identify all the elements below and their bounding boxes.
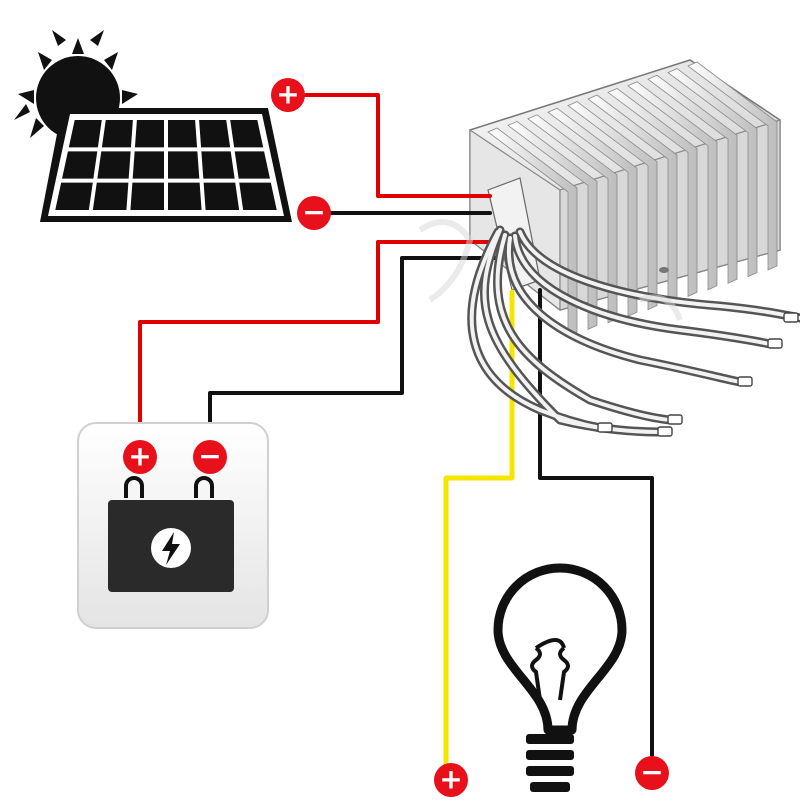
- load-negative-symbol: −: [640, 756, 663, 789]
- battery-negative-badge: −: [193, 440, 227, 474]
- lightning-bolt-icon: [151, 528, 191, 568]
- terminal-badges: + − + − + −: [123, 78, 669, 797]
- watermark: [418, 219, 683, 322]
- solar-cell: [168, 120, 198, 148]
- panel-negative-symbol: −: [302, 196, 325, 229]
- heatsink-fin: [567, 101, 658, 311]
- cable-bundle-highlight: [469, 228, 800, 434]
- heatsink-fin: [667, 68, 758, 278]
- solar-cell: [97, 151, 131, 179]
- solar-cell: [68, 120, 102, 148]
- solar-cell: [101, 120, 133, 148]
- battery-negative-symbol: −: [198, 440, 221, 473]
- solar-cell: [92, 182, 129, 210]
- solar-cell: [234, 151, 270, 179]
- load-negative-badge: −: [635, 756, 669, 790]
- wire-load-positive: [443, 289, 515, 768]
- solar-cell: [132, 151, 164, 179]
- heatsink-fin: [507, 120, 598, 331]
- panel-negative-badge: −: [297, 196, 331, 230]
- heatsink-fin: [627, 81, 718, 291]
- solar-cell: [199, 120, 231, 148]
- solar-cell: [168, 182, 202, 210]
- heatsink-fin: [647, 74, 738, 284]
- wires: [138, 93, 800, 768]
- solar-cell: [55, 182, 93, 210]
- charge-controller-icon: [469, 59, 781, 337]
- wire-battery-negative: [208, 256, 502, 432]
- solar-cell: [203, 182, 240, 210]
- battery-positive-badge: +: [123, 440, 157, 474]
- solar-cell: [62, 151, 98, 179]
- wire-battery-positive: [138, 240, 497, 432]
- heatsink-fin: [687, 61, 778, 271]
- solar-panel-icon: [40, 108, 292, 222]
- heatsink-fin: [487, 127, 578, 337]
- heatsink-fin: [547, 107, 638, 317]
- heatsink-fin: [607, 87, 698, 298]
- solar-cell: [168, 151, 200, 179]
- load-positive-symbol: +: [439, 763, 462, 796]
- wire-load-negative: [538, 288, 654, 757]
- wire-panel-positive: [298, 93, 492, 198]
- solar-cell: [201, 151, 235, 179]
- battery-positive-symbol: +: [128, 440, 151, 473]
- solar-cell: [130, 182, 164, 210]
- mounting-hole: [659, 267, 669, 273]
- panel-positive-symbol: +: [276, 78, 299, 111]
- solar-cell: [134, 120, 164, 148]
- solar-cell: [230, 120, 264, 148]
- solar-panel-cells: [55, 120, 277, 210]
- panel-positive-badge: +: [271, 78, 305, 112]
- solar-cell: [239, 182, 277, 210]
- heatsink-fins: [487, 61, 778, 337]
- battery-icon: [77, 422, 269, 629]
- load-positive-badge: +: [434, 763, 468, 797]
- light-bulb-icon: [493, 563, 627, 792]
- cable-tips: [597, 312, 799, 437]
